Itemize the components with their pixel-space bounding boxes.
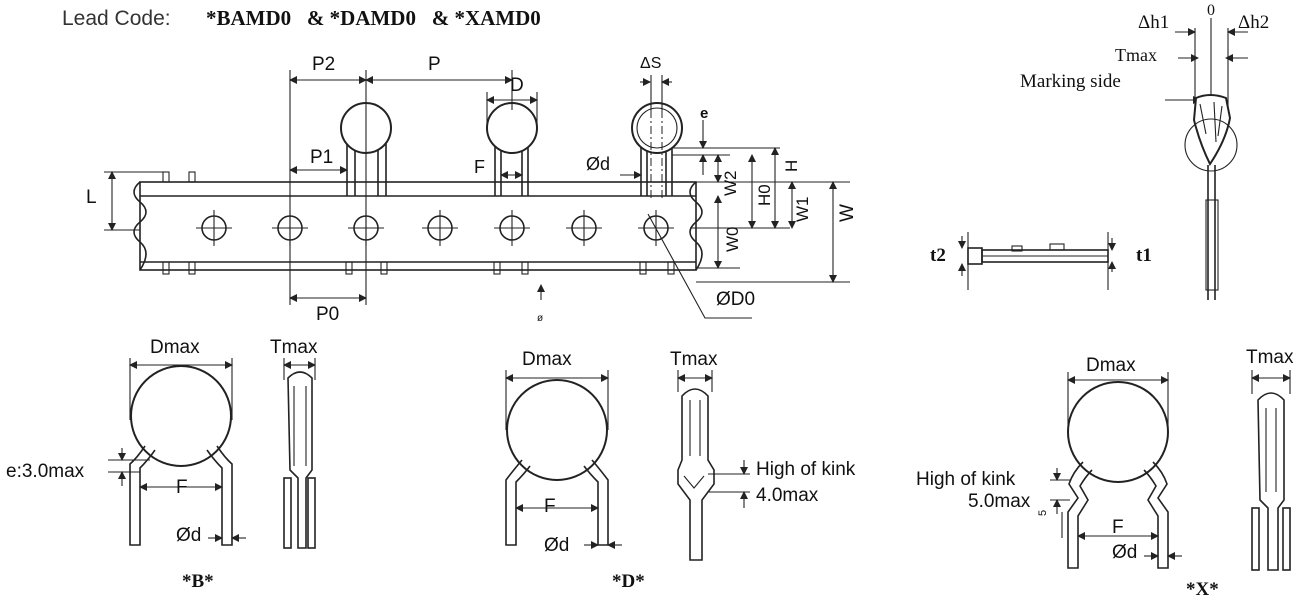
variant-b-diagram (108, 358, 316, 549)
x-caption: *X* (1186, 579, 1219, 600)
d-dmax: Dmax (522, 349, 572, 370)
dim-zero: 0 (1207, 2, 1215, 19)
side-tmax: Tmax (1115, 45, 1157, 65)
x-dmax: Dmax (1086, 355, 1136, 376)
dim-w0: W0 (723, 226, 742, 253)
dim-w2: W2 (721, 170, 740, 197)
dim-delta-s: ΔS (640, 55, 662, 72)
dim-w1: W1 (793, 196, 812, 223)
dim-delta-h2: Δh2 (1238, 12, 1270, 33)
dim-d: D (510, 75, 524, 96)
x-tmax: Tmax (1246, 347, 1294, 368)
b-tmax: Tmax (270, 337, 318, 358)
dim-e: e (700, 105, 709, 122)
component-3 (631, 102, 683, 200)
b-e-note: e:3.0max (6, 461, 85, 482)
d-caption: *D* (612, 571, 645, 592)
d-kink-value: 4.0max (756, 485, 819, 506)
b-dmax: Dmax (150, 337, 200, 358)
variant-d-diagram (505, 370, 750, 561)
d-tmax: Tmax (670, 349, 718, 370)
variant-x-diagram (1050, 370, 1291, 571)
marking-side-label: Marking side (1020, 71, 1121, 92)
sprocket-holes (196, 210, 674, 246)
x-kink-label: High of kink (916, 469, 1016, 490)
d-kink-label: High of kink (756, 459, 856, 480)
x-kink-value: 5.0max (968, 491, 1031, 512)
side-view-diagram (1165, 18, 1248, 300)
dim-p0: P0 (316, 304, 340, 325)
b-caption: *B* (182, 571, 214, 592)
dim-p: P (428, 54, 441, 75)
tape-cross-section (958, 232, 1116, 290)
x-od: Ød (1112, 542, 1138, 563)
dim-f: F (474, 157, 485, 177)
lead-stubs (162, 261, 675, 275)
dim-h0: H0 (755, 184, 774, 206)
x-five: 5 (1037, 509, 1049, 516)
d-od: Ød (544, 535, 570, 556)
taping-diagram (104, 70, 850, 319)
dim-t1: t1 (1136, 245, 1152, 266)
lead-codes: *BAMD0 & *DAMD0 & *XAMD0 (206, 6, 541, 30)
b-od: Ød (176, 525, 202, 546)
tiny-mark: ø (537, 313, 544, 324)
b-f: F (176, 477, 188, 498)
dim-w: W (837, 204, 858, 222)
d-f: F (544, 496, 556, 517)
dim-delta-h1: Δh1 (1138, 12, 1170, 33)
dim-h: H (782, 159, 801, 172)
carrier-tape (139, 181, 697, 271)
lead-code-label: Lead Code: (62, 7, 171, 30)
dim-p1: P1 (310, 147, 334, 168)
dim-t2: t2 (930, 245, 946, 266)
dim-l: L (86, 187, 97, 208)
dim-p2: P2 (312, 54, 336, 75)
dim-od0: ØD0 (716, 289, 756, 310)
dim-od: Ød (586, 154, 611, 174)
x-f: F (1112, 517, 1124, 538)
